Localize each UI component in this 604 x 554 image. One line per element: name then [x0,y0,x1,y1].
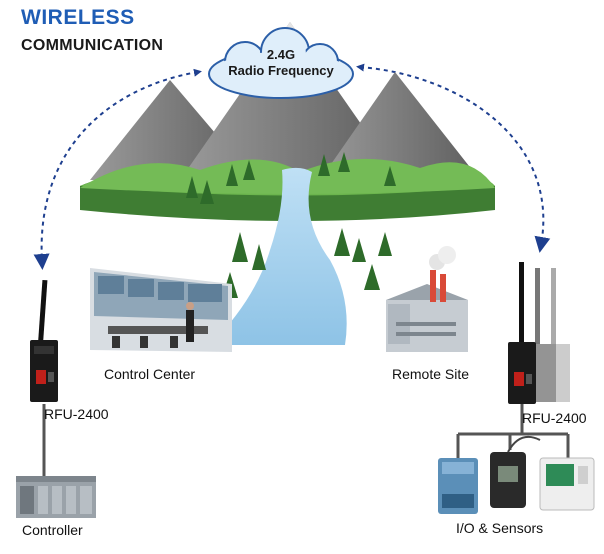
title-wireless: WIRELESS [21,6,135,29]
sensor-device [490,436,541,508]
io-module [438,458,478,514]
remote-site-label: Remote Site [392,366,470,382]
control-center-illustration [90,268,232,352]
mountain-center [180,22,400,180]
radio-frequency-cloud [208,27,354,99]
cloud-line-2: Radio Frequency [228,63,334,78]
rfu-2400-right-label: RFU-2400 [522,410,587,426]
radio-frequency-label: 2.4G Radio Frequency [212,47,350,79]
landscape-illustration [80,22,495,345]
control-center-label: Control Center [104,366,196,382]
io-sensors-label: I/O & Sensors [456,520,544,536]
rfu-2400-right-device [508,262,570,404]
controller-label: Controller [22,522,83,538]
title-communication: COMMUNICATION [21,37,164,54]
cloud-line-1: 2.4G [266,47,296,62]
controller-device [16,476,96,518]
rfu-2400-left-device [30,279,58,402]
person-figure [186,310,194,342]
mountain-right [320,72,480,180]
display-meter [539,457,595,511]
river [210,167,347,345]
rfu-2400-left-label: RFU-2400 [44,406,109,422]
wireless-link-right [356,63,551,253]
remote-site-illustration [386,246,468,352]
